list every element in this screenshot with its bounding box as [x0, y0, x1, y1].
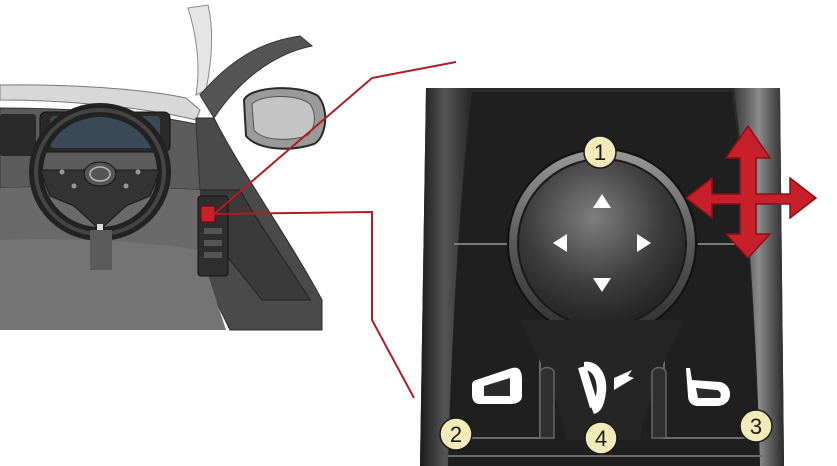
leader-lines — [213, 61, 457, 399]
arrow-up-icon[interactable] — [593, 194, 611, 208]
callout-1-label: 1 — [594, 140, 606, 165]
callout-3: 3 — [739, 409, 773, 443]
callout-1: 1 — [583, 135, 617, 169]
car-interior-illustration — [0, 4, 327, 331]
arrow-down-icon[interactable] — [593, 278, 611, 292]
four-way-arrow-icon — [684, 124, 818, 260]
mirror-fold-icon[interactable] — [578, 361, 634, 414]
callout-2-label: 2 — [450, 422, 462, 447]
a-pillar-outline — [187, 4, 213, 96]
leader-line-top — [213, 61, 457, 215]
arrow-right-icon[interactable] — [637, 234, 651, 252]
mirror-switch-highlight — [200, 205, 216, 223]
right-mirror-icon[interactable] — [686, 368, 730, 406]
arrow-left-icon[interactable] — [553, 234, 567, 252]
callout-2: 2 — [439, 417, 473, 451]
callout-3-label: 3 — [750, 414, 762, 439]
door-frame — [199, 35, 314, 119]
brand-logo — [89, 166, 111, 182]
mirror-adjust-joystick[interactable] — [507, 148, 697, 338]
panel-rail-left — [420, 88, 470, 466]
center-screen — [0, 114, 36, 156]
mirror-control-panel — [420, 88, 784, 466]
leader-line-bottom — [213, 210, 415, 399]
floor-area — [0, 239, 226, 330]
side-mirror-glass — [251, 96, 315, 140]
callout-4-label: 4 — [595, 426, 607, 451]
callout-4: 4 — [584, 421, 618, 455]
left-mirror-icon[interactable] — [472, 367, 522, 404]
steering-column — [90, 230, 112, 270]
